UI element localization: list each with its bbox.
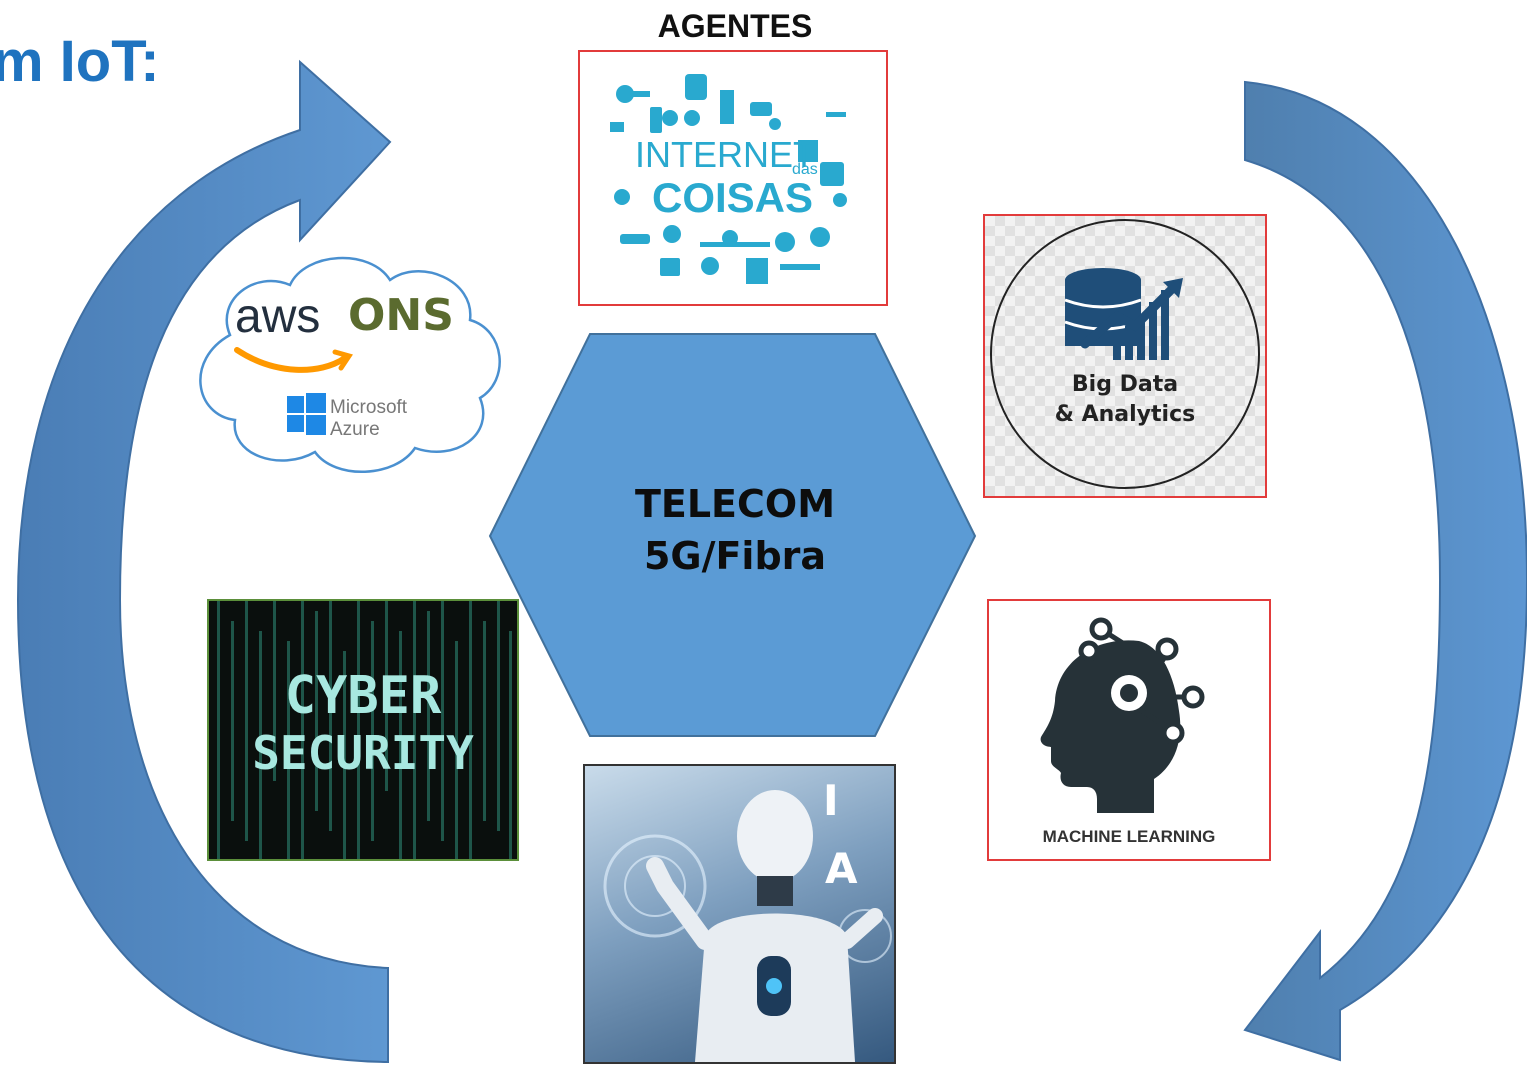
page-title: m IoT: xyxy=(0,29,160,94)
database-chart-icon xyxy=(1064,268,1183,360)
iot-internet-text: INTERNET xyxy=(635,134,815,175)
robot-image xyxy=(603,790,892,1062)
big-data-line1: Big Data xyxy=(1071,372,1179,397)
cyber-line2: SECURITY xyxy=(252,726,474,780)
big-data-line2: & Analytics xyxy=(1054,402,1196,427)
azure-text: Azure xyxy=(330,419,380,440)
windows-logo-icon xyxy=(287,393,326,435)
iot-das-text: das xyxy=(792,161,818,178)
cyber-security-panel: CYBER SECURITY xyxy=(207,599,519,861)
iot-coisas-text: COISAS xyxy=(652,174,813,221)
ia-letter-i: I xyxy=(823,776,839,825)
cloud-providers-panel: aws ONS Microsoft Azure xyxy=(199,256,501,473)
microsoft-text: Microsoft xyxy=(330,397,408,418)
ia-letter-a: A xyxy=(825,844,858,893)
telecom-label: TELECOM 5G/Fibra xyxy=(560,478,910,582)
ml-label: MACHINE LEARNING xyxy=(1042,827,1216,846)
agentes-label: AGENTES xyxy=(657,8,813,44)
machine-learning-panel: MACHINE LEARNING xyxy=(987,599,1271,861)
telecom-line2: 5G/Fibra xyxy=(643,534,827,578)
ia-robot-panel: I A xyxy=(583,764,896,1064)
right-cycle-arrow xyxy=(1243,80,1527,1062)
ons-logo-text: ONS xyxy=(348,290,454,341)
telecom-line1: TELECOM xyxy=(634,482,836,526)
iot-icons: INTERNET das COISAS xyxy=(610,74,847,284)
aws-logo-text: aws xyxy=(235,290,320,343)
iot-panel: INTERNET das COISAS xyxy=(578,50,888,306)
left-cycle-arrow xyxy=(16,59,392,1064)
amazon-smile-icon xyxy=(234,347,348,373)
cyber-line1: CYBER xyxy=(285,666,442,726)
big-data-panel: Big Data & Analytics xyxy=(983,214,1267,498)
code-rain-background: CYBER SECURITY xyxy=(217,601,512,859)
telecom-hexagon xyxy=(488,333,977,737)
ai-head-icon xyxy=(1040,617,1205,813)
